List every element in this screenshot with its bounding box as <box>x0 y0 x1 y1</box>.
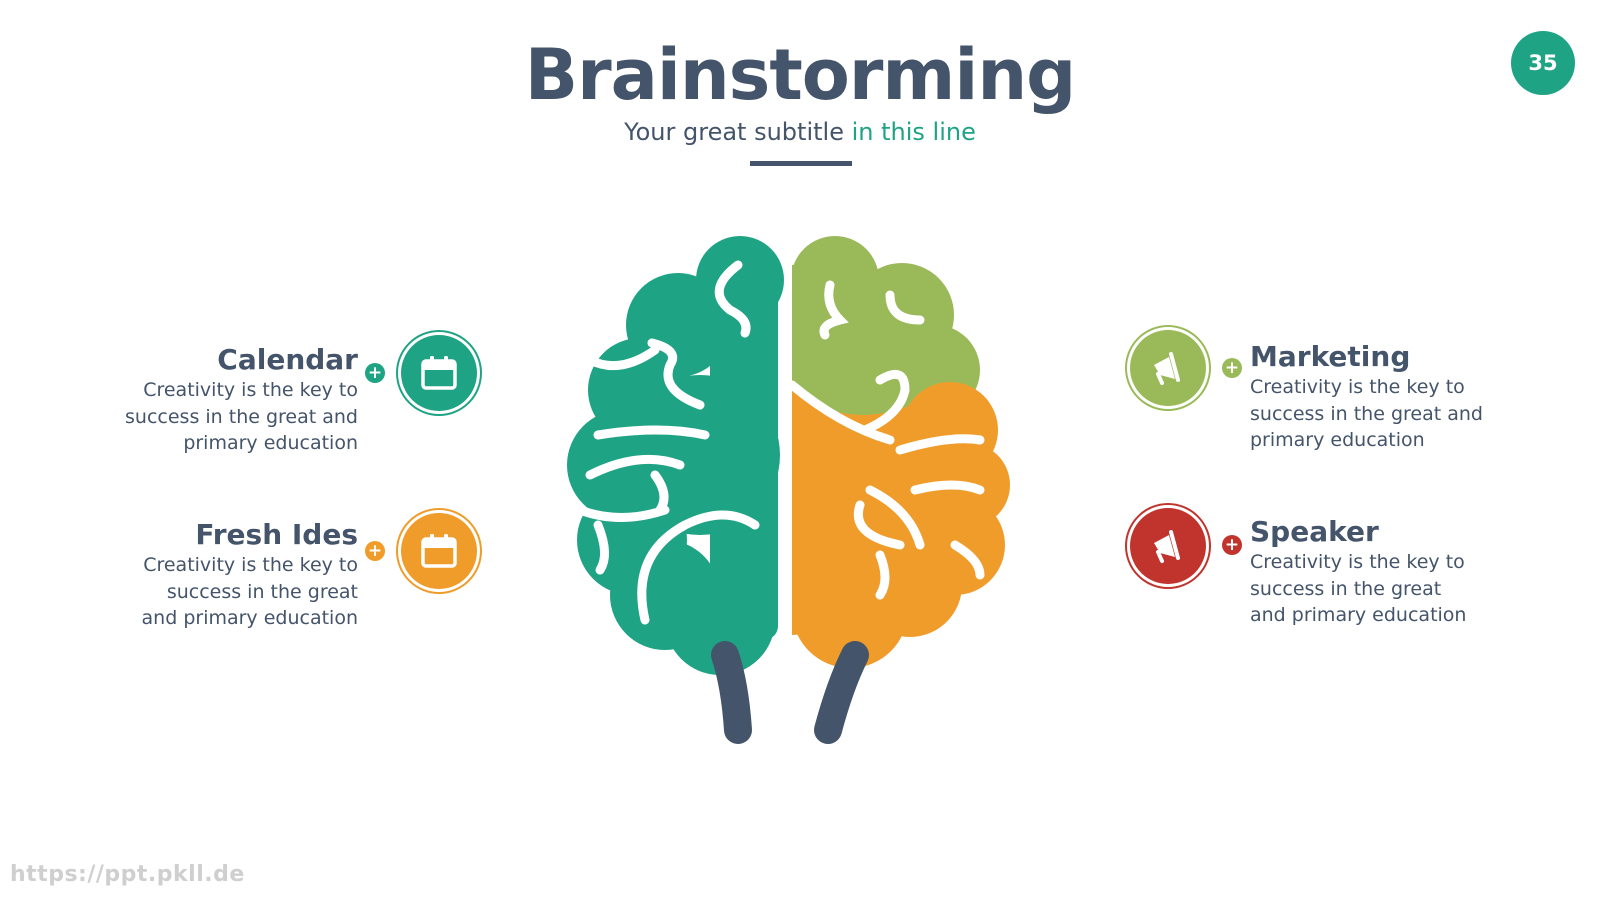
brain-right-upper <box>790 236 980 440</box>
marketing-plus-icon: + <box>1222 358 1242 378</box>
calendar-heading: Calendar <box>217 343 358 376</box>
speaker-line: and primary education <box>1250 604 1467 626</box>
fresh-ides-icon-disc <box>401 513 477 589</box>
calendar-icon <box>421 534 457 568</box>
watermark: https://ppt.pkll.de <box>10 862 245 887</box>
brain-folds <box>575 260 985 625</box>
speaker-line: Creativity is the key to <box>1250 551 1465 573</box>
speaker-plus-icon: + <box>1222 535 1242 555</box>
marketing-heading: Marketing <box>1250 340 1411 373</box>
subtitle-main: Your great subtitle <box>624 118 844 146</box>
brain-right-lower <box>792 382 1010 668</box>
page-number: 35 <box>1528 51 1558 75</box>
calendar-line: success in the great and <box>125 405 358 428</box>
megaphone-icon <box>1154 530 1180 563</box>
calendar-icon-ring <box>396 330 482 416</box>
speaker-line: success in the great <box>1250 577 1442 600</box>
megaphone-icon <box>1154 352 1180 385</box>
fresh-ides-heading: Fresh Ides <box>195 518 358 551</box>
speaker-icon-ring <box>1125 503 1211 589</box>
fresh-ides-line: success in the great <box>166 580 358 603</box>
calendar-line: primary education <box>183 432 358 454</box>
subtitle-accent: in this line <box>851 118 976 146</box>
fresh-ides-icon-ring <box>396 508 482 594</box>
marketing-line: Creativity is the key to <box>1250 376 1465 398</box>
brain-left-hemisphere <box>567 236 784 675</box>
fresh-ides-plus-icon: + <box>365 541 385 561</box>
calendar-icon-disc <box>401 335 477 411</box>
brain-illustration <box>567 225 1010 744</box>
fresh-ides-item: Fresh Ides Creativity is the key to succ… <box>110 518 358 632</box>
calendar-plus-icon: + <box>365 363 385 383</box>
speaker-heading: Speaker <box>1250 515 1379 548</box>
marketing-icon-ring <box>1125 325 1211 411</box>
marketing-description: Creativity is the key to success in the … <box>1250 374 1530 454</box>
calendar-icon <box>421 356 457 390</box>
fresh-ides-line: and primary education <box>141 607 358 629</box>
speaker-description: Creativity is the key to success in the … <box>1250 549 1530 629</box>
marketing-line: success in the great and <box>1250 402 1483 425</box>
brain-stem-right <box>814 641 869 744</box>
calendar-item: Calendar Creativity is the key to succes… <box>110 343 358 457</box>
marketing-item: Marketing Creativity is the key to succe… <box>1250 340 1530 454</box>
slide-title: Brainstorming <box>524 34 1077 116</box>
speaker-icon-disc <box>1130 508 1206 584</box>
calendar-description: Creativity is the key to success in the … <box>110 377 358 457</box>
brain-stem-left <box>711 641 752 744</box>
page-number-badge: 35 <box>1511 31 1575 95</box>
fresh-ides-line: Creativity is the key to <box>143 554 358 576</box>
slide-subtitle: Your great subtitle in this line <box>0 116 1600 148</box>
fresh-ides-description: Creativity is the key to success in the … <box>110 552 358 632</box>
speaker-item: Speaker Creativity is the key to success… <box>1250 515 1530 629</box>
title-underline <box>750 161 852 166</box>
marketing-line: primary education <box>1250 429 1425 451</box>
calendar-line: Creativity is the key to <box>143 379 358 401</box>
marketing-icon-disc <box>1130 330 1206 406</box>
